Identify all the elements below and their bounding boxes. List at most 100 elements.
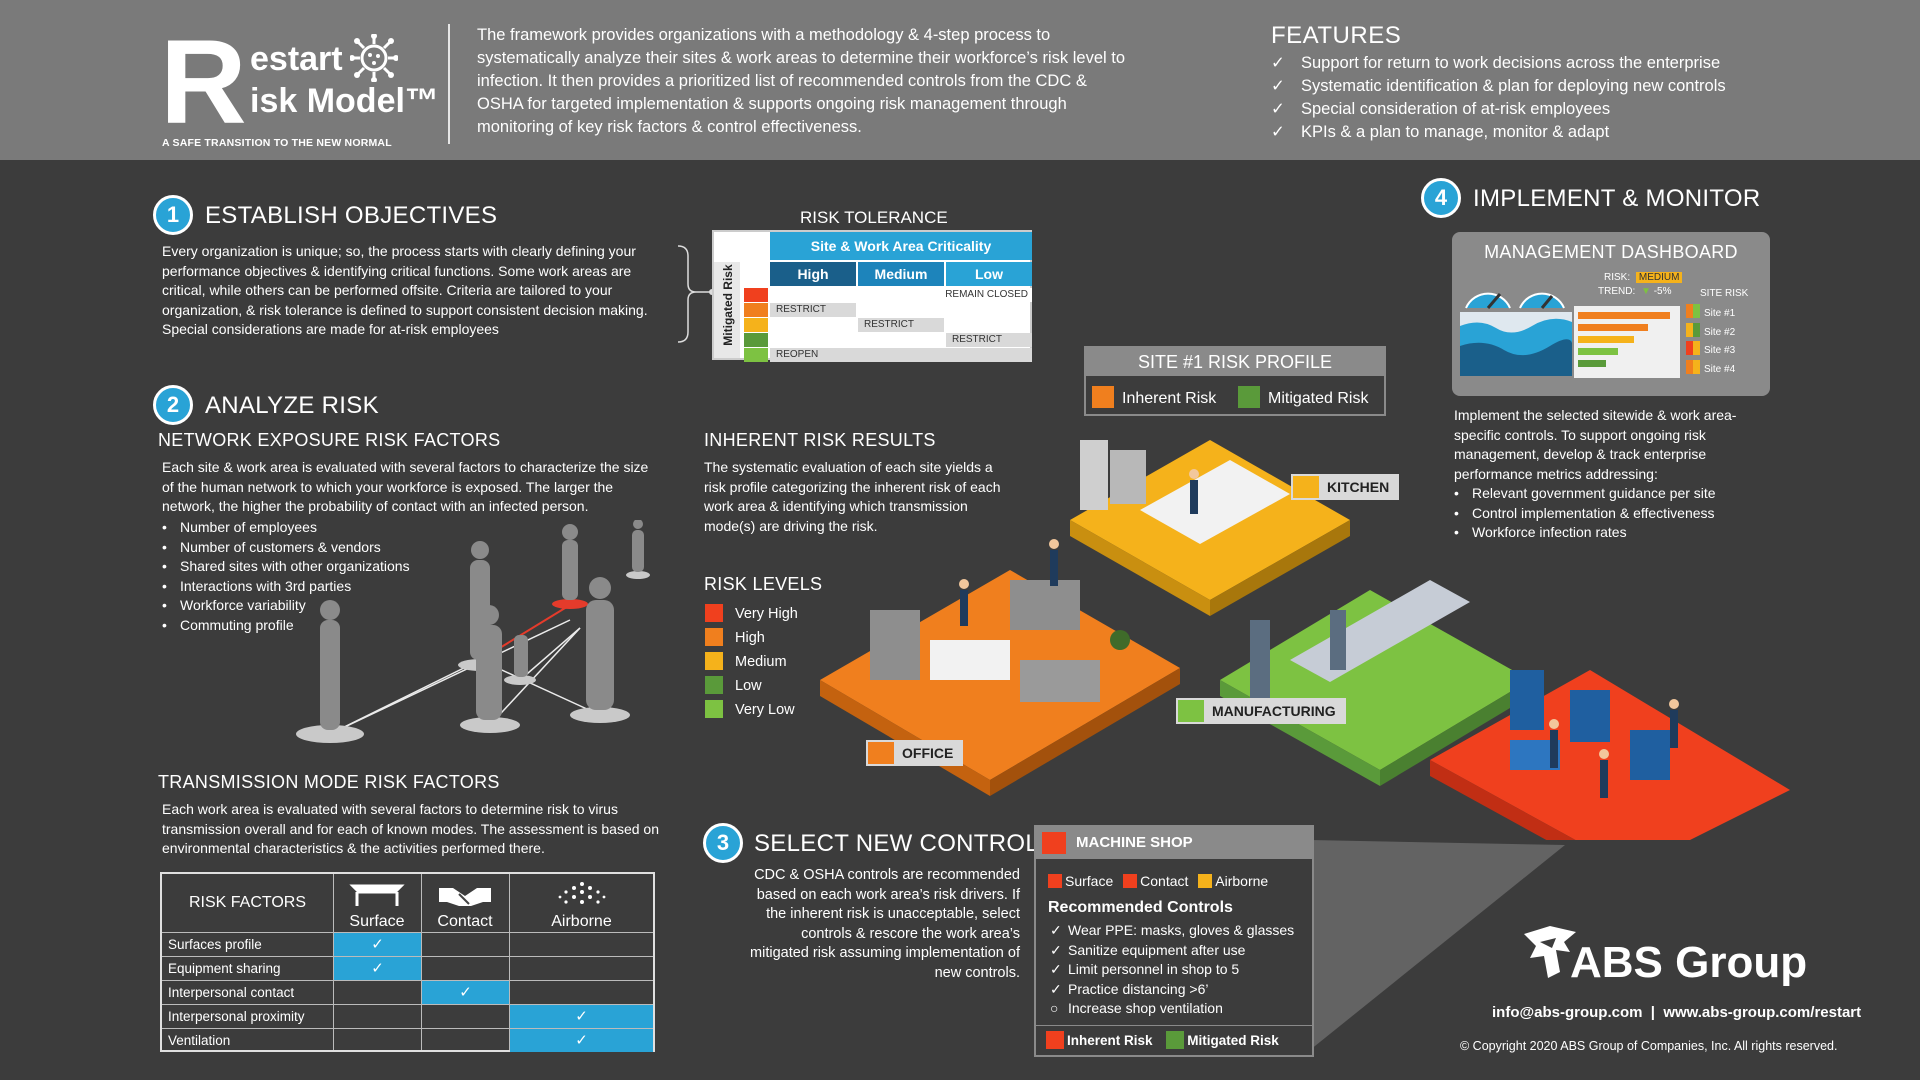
- mode-surface-header: Surface: [334, 874, 420, 932]
- abs-group-logo: ABS Group: [1570, 938, 1808, 987]
- feature-item: Special consideration of at-risk employe…: [1271, 98, 1726, 121]
- risk-swatch-medium: [744, 318, 768, 332]
- copyright: © Copyright 2020 ABS Group of Companies,…: [1460, 1039, 1838, 1053]
- site-risk-profile: SITE #1 RISK PROFILE Inherent Risk Mitig…: [1084, 346, 1386, 416]
- step-3-badge: 3: [703, 823, 743, 863]
- transmission-factors-title: TRANSMISSION MODE RISK FACTORS: [158, 772, 500, 792]
- network-factor-item: Commuting profile: [162, 616, 462, 636]
- site-risk-list: Site #1 Site #2 Site #3 Site #4: [1686, 304, 1735, 378]
- machine-shop-card: MACHINE SHOP Surface Contact Airborne Re…: [1034, 825, 1314, 1057]
- table-row: Equipment sharing ✓: [162, 956, 653, 980]
- site-risk-row: Site #4: [1686, 359, 1735, 379]
- risk-level-medium: Medium: [705, 652, 787, 670]
- area-chart-widget: [1460, 312, 1572, 376]
- check-icon: ✓: [510, 1029, 653, 1052]
- step-3-title: SELECT NEW CONTROLS: [754, 830, 1056, 857]
- logo-r: R: [160, 15, 247, 149]
- dashboard-risk: RISK: MEDIUM: [1604, 272, 1683, 283]
- network-factors-body: Each site & work area is evaluated with …: [162, 459, 649, 514]
- cell-remain-closed: REMAIN CLOSED: [858, 288, 1032, 302]
- dashboard-trend: TREND: ▼ -5%: [1598, 286, 1672, 297]
- step-1-badge: 1: [153, 195, 193, 235]
- recommended-controls-title: Recommended Controls: [1048, 899, 1233, 916]
- risk-swatch-very-low: [744, 348, 768, 362]
- network-factor-item: Interactions with 3rd parties: [162, 577, 462, 597]
- handshake-icon: [439, 888, 491, 906]
- profile-mitigated: Mitigated Risk: [1238, 386, 1368, 408]
- area-label-manufacturing: MANUFACTURING: [1176, 698, 1346, 724]
- machine-shop-risk-legend: Inherent Risk Mitigated Risk: [1046, 1031, 1279, 1049]
- step-2-title: ANALYZE RISK: [205, 392, 379, 419]
- table-row: Surfaces profile ✓: [162, 932, 653, 956]
- network-factor-item: Workforce variability: [162, 596, 462, 616]
- risk-tolerance-table: Site & Work Area Criticality High Medium…: [712, 230, 1032, 362]
- metric-item: Control implementation & effectiveness: [1454, 504, 1764, 524]
- criticality-high: High: [770, 262, 856, 286]
- control-item: ○Increase shop ventilation: [1050, 1000, 1223, 1016]
- step-4-body: Implement the selected sitewide & work a…: [1454, 407, 1737, 482]
- risk-tolerance-title: RISK TOLERANCE: [800, 208, 948, 227]
- network-factor-item: Number of customers & vendors: [162, 538, 462, 558]
- management-dashboard: MANAGEMENT DASHBOARD RISK: MEDIUM TREND:…: [1452, 232, 1770, 396]
- network-illustration: [296, 520, 650, 743]
- header-divider: [448, 24, 450, 144]
- site-risk-row: Site #2: [1686, 322, 1735, 342]
- isometric-site-illustration: [820, 440, 1790, 840]
- site-risk-row: Site #1: [1686, 304, 1735, 323]
- eagle-logo-icon: [1524, 926, 1576, 978]
- transmission-mode-table: RISK FACTORS Surface Contact Airborne Su…: [160, 872, 655, 1052]
- gauge-icons: [1465, 292, 1565, 309]
- step-3-body: CDC & OSHA controls are recommended base…: [750, 867, 1020, 981]
- step-4-title: IMPLEMENT & MONITOR: [1473, 185, 1761, 212]
- inherent-risk-title: INHERENT RISK RESULTS: [704, 430, 936, 450]
- transmission-factors-body: Each work area is evaluated with several…: [162, 801, 659, 856]
- bracket-connector: [677, 245, 715, 343]
- control-item: ✓Limit personnel in shop to 5: [1050, 961, 1240, 977]
- contact-links: info@abs-group.com | www.abs-group.com/r…: [1492, 1004, 1862, 1021]
- bar-chart-widget: [1574, 306, 1680, 378]
- machine-shop-title: MACHINE SHOP: [1036, 827, 1312, 859]
- risk-swatch-low: [744, 333, 768, 347]
- step-1-title: ESTABLISH OBJECTIVES: [205, 202, 498, 229]
- check-icon: ✓: [334, 957, 421, 980]
- risk-swatch-very-high: [744, 288, 768, 302]
- feature-item: Support for return to work decisions acr…: [1271, 52, 1726, 75]
- mitigated-risk-axis: Mitigated Risk: [714, 262, 740, 358]
- inherent-risk-body: The systematic evaluation of each site y…: [704, 459, 1001, 534]
- control-item: ✓Wear PPE: masks, gloves & glasses: [1050, 922, 1295, 938]
- network-factors-list: Number of employees Number of customers …: [162, 518, 462, 635]
- logo-restart: estart: [250, 40, 343, 78]
- airborne-particles-icon: [558, 882, 605, 904]
- area-label-kitchen: KITCHEN: [1291, 474, 1400, 500]
- risk-swatch-high: [744, 303, 768, 317]
- criticality-low: Low: [946, 262, 1032, 286]
- network-factors-title: NETWORK EXPOSURE RISK FACTORS: [158, 430, 501, 450]
- machine-shop-modes: Surface Contact Airborne: [1048, 873, 1268, 889]
- check-icon: ✓: [334, 933, 421, 956]
- feature-item: Systematic identification & plan for dep…: [1271, 75, 1726, 98]
- recommended-controls-list: ✓Wear PPE: masks, gloves & glasses ✓Sani…: [1050, 921, 1294, 1019]
- control-item: ✓Practice distancing >6’: [1050, 980, 1209, 997]
- table-row: Interpersonal contact ✓: [162, 980, 653, 1004]
- criticality-medium: Medium: [858, 262, 944, 286]
- area-label-office: OFFICE: [866, 740, 964, 766]
- metric-item: Relevant government guidance per site: [1454, 484, 1764, 504]
- profile-inherent: Inherent Risk: [1092, 386, 1216, 408]
- logo-model: isk Model™: [250, 82, 439, 120]
- risk-level-low: Low: [705, 676, 762, 694]
- table-row: Ventilation ✓: [162, 1028, 653, 1052]
- mode-contact-header: Contact: [422, 874, 508, 932]
- check-icon: ✓: [422, 981, 509, 1004]
- table-row: Interpersonal proximity ✓: [162, 1004, 653, 1028]
- callout-pointer: [1310, 840, 1565, 1050]
- features-list: Support for return to work decisions acr…: [1271, 52, 1726, 144]
- criticality-header: Site & Work Area Criticality: [770, 232, 1032, 260]
- framework-description: The framework provides organizations wit…: [477, 26, 1126, 136]
- cell-restrict-high: RESTRICT: [770, 303, 856, 317]
- logo-tagline: A SAFE TRANSITION TO THE NEW NORMAL: [162, 137, 392, 149]
- check-icon: ✓: [510, 1005, 653, 1028]
- cell-restrict-medium: RESTRICT: [858, 318, 944, 332]
- features-title: FEATURES: [1271, 22, 1402, 49]
- risk-levels-title: RISK LEVELS: [704, 574, 823, 594]
- network-factor-item: Number of employees: [162, 518, 462, 538]
